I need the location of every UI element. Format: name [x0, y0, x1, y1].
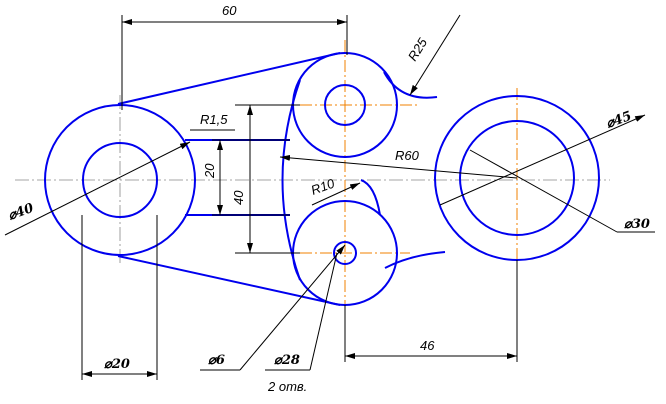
dia-hole-boss: ⌀28	[274, 353, 300, 368]
dim-40: 40	[231, 190, 246, 205]
dim-r15: R1,5	[200, 112, 228, 127]
right-bore	[459, 120, 575, 236]
dimension-lines	[4, 14, 655, 380]
dim-r10: R10	[309, 175, 337, 198]
bottom-hole	[333, 241, 357, 265]
holes-note: 2 отв.	[267, 379, 307, 394]
dim-20: 20	[202, 163, 217, 179]
left-boss-outer	[44, 104, 196, 256]
top-hole	[324, 84, 366, 126]
dim-r60: R60	[395, 148, 420, 163]
left-bore	[82, 142, 158, 218]
dia-right-outer: ⌀45	[604, 109, 633, 132]
dia-right-inner: ⌀30	[624, 217, 650, 232]
dim-60: 60	[222, 3, 237, 18]
center-lines	[15, 40, 610, 315]
dia-left-inner: ⌀20	[104, 357, 130, 372]
dia-hole: ⌀6	[208, 353, 225, 368]
dim-46: 46	[420, 338, 435, 353]
dim-r25: R25	[405, 35, 431, 64]
dia-left-outer: ⌀40	[6, 201, 35, 224]
